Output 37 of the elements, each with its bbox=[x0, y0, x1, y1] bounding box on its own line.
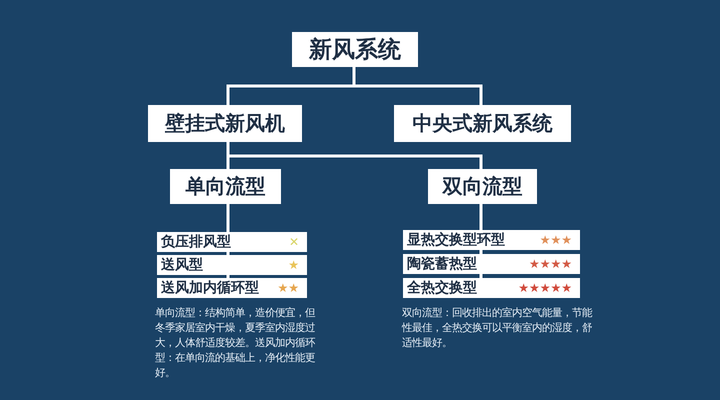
node-label: 双向流型 bbox=[442, 173, 522, 200]
rating-mark: ★★★ bbox=[540, 233, 572, 247]
connector-line bbox=[480, 204, 482, 230]
connector-line bbox=[226, 204, 230, 232]
list-item-box bbox=[403, 230, 580, 250]
node-label: 负压排风型 bbox=[161, 233, 231, 251]
connector-line bbox=[226, 252, 230, 255]
rating-mark: ★★★★★ bbox=[518, 281, 572, 295]
node-label: 单向流型 bbox=[186, 173, 266, 200]
rating-mark: ★★ bbox=[277, 281, 299, 295]
connector-line bbox=[480, 250, 482, 254]
node-label: 全热交换型 bbox=[407, 279, 477, 297]
rating-mark: ★ bbox=[288, 258, 299, 272]
list-item-box bbox=[403, 278, 580, 298]
connector-line bbox=[226, 142, 482, 169]
title-box bbox=[170, 169, 281, 204]
list-item-box bbox=[403, 254, 580, 274]
node-label: 送风加内循环型 bbox=[161, 279, 259, 297]
list-item-box bbox=[157, 232, 307, 252]
title-box bbox=[428, 169, 537, 204]
connector-line bbox=[226, 275, 230, 278]
rating-mark: ★★★★ bbox=[528, 257, 572, 271]
node-label: 壁挂式新风机 bbox=[165, 110, 285, 137]
node-label: 中央式新风系统 bbox=[412, 110, 552, 137]
title-box bbox=[148, 105, 302, 142]
node-label: 显热交换型环型 bbox=[407, 231, 505, 249]
rating-mark: ✕ bbox=[288, 235, 299, 249]
node-label: 新风系统 bbox=[309, 36, 401, 65]
title-box bbox=[394, 105, 571, 142]
node-label: 送风型 bbox=[161, 256, 203, 274]
list-item-box bbox=[157, 255, 307, 275]
list-item-box bbox=[157, 278, 307, 298]
connector-line bbox=[480, 274, 482, 278]
node-label: 陶瓷蓄热型 bbox=[407, 255, 477, 273]
title-box bbox=[292, 32, 418, 67]
description-text: 单向流型：结构简单，造价便宜，但冬季家居室内干燥，夏季室内湿度过大，人体舒适度较差。送风加内循环型：在单向流的基础上，净化性能更好。 bbox=[155, 306, 316, 381]
description-text: 双向流型：回收排出的室内空气能量，节能性最佳，全热交换可以平衡室内的湿度，舒适性最好。 bbox=[402, 306, 592, 351]
